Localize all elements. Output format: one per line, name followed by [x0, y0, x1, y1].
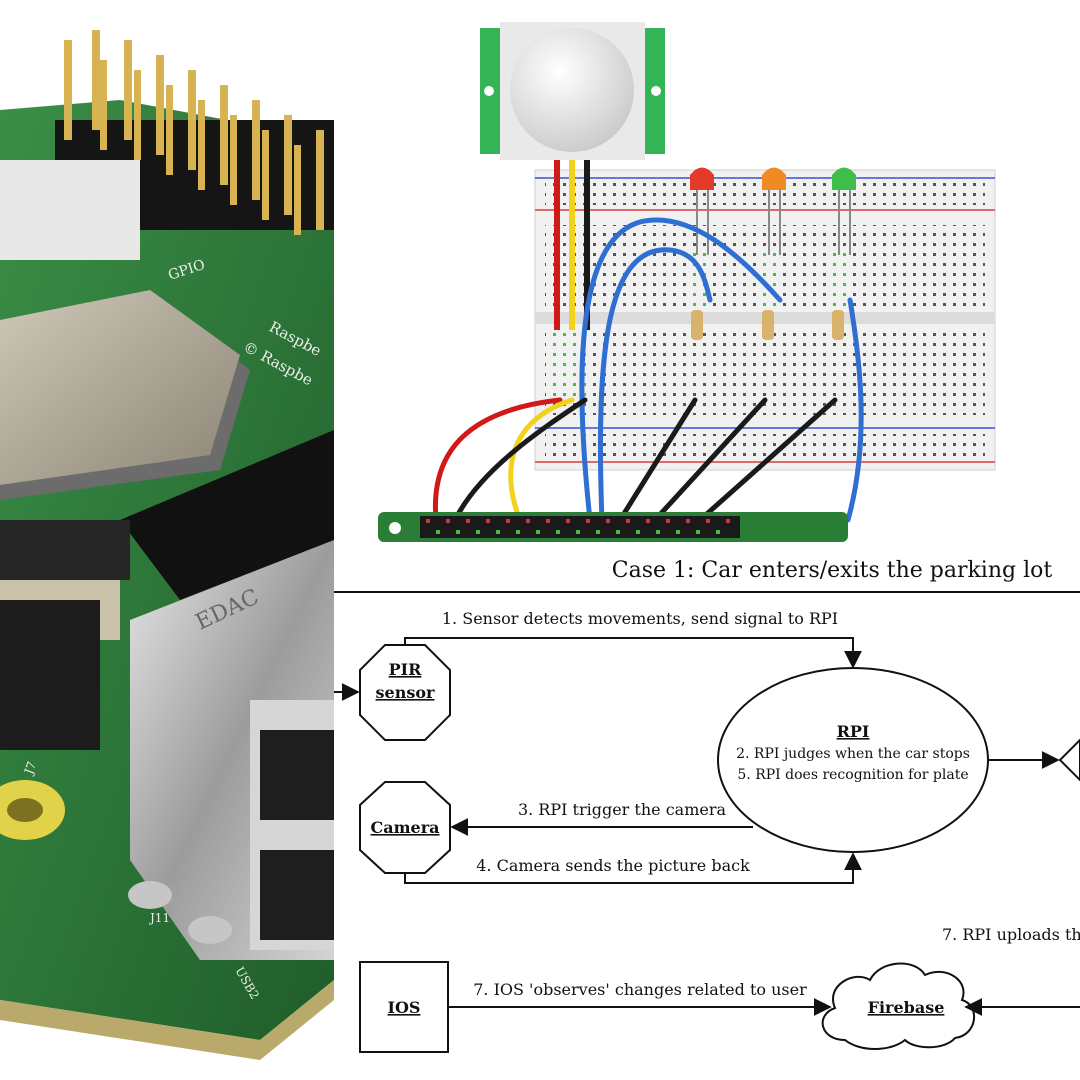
node-camera: Camera: [359, 781, 451, 874]
j7-silkscreen: J7: [21, 760, 39, 778]
rpi-step-2: 2. RPI judges when the car stops: [736, 746, 970, 762]
firebase-label: Firebase: [868, 998, 945, 1017]
rpi-title: RPI: [837, 722, 870, 741]
diagram-heading: Case 1: Car enters/exits the parking lot: [612, 558, 1053, 583]
pir-sensor-module: [480, 22, 665, 160]
led-orange: [762, 167, 786, 255]
edge-1-label: 1. Sensor detects movements, send signal…: [442, 609, 838, 628]
pir-label-line2: sensor: [376, 683, 436, 702]
edge-1-pir-to-rpi: [404, 637, 862, 669]
camera-label: Camera: [370, 818, 439, 837]
j11-silkscreen: J11: [148, 911, 170, 925]
edge-7-ios-label: 7. IOS 'observes' changes related to use…: [473, 980, 807, 999]
edge-3-label: 3. RPI trigger the camera: [518, 800, 727, 819]
pi-gpio-edge: [378, 512, 848, 542]
flow-diagram: Case 1: Car enters/exits the parking lot…: [334, 545, 1080, 1080]
soc-chip: [0, 290, 250, 500]
jumper-wires: [432, 217, 864, 523]
edge-4-label: 4. Camera sends the picture back: [476, 856, 750, 875]
edge-4-camera-to-rpi: [404, 852, 862, 884]
led-green: [832, 167, 856, 255]
rpi-step-5: 5. RPI does recognition for plate: [737, 767, 968, 783]
ethernet-port: EDAC: [130, 540, 334, 960]
audio-jack: [0, 600, 100, 750]
node-rpi: RPI 2. RPI judges when the car stops 5. …: [717, 667, 989, 853]
raspberry-pi-photo: GPIO Raspbe © Raspbe EDAC J11 USB2 J7: [0, 0, 335, 1080]
ram-chip: [120, 430, 334, 600]
pir-label-line1: PIR: [389, 660, 423, 679]
node-firebase: Firebase: [821, 962, 976, 1050]
ios-label: IOS: [388, 998, 421, 1017]
resistors: [691, 310, 844, 340]
node-pir-sensor: PIR sensor: [359, 644, 451, 741]
edge-7-upload-label: 7. RPI uploads th: [942, 925, 1080, 944]
led-red: [690, 167, 714, 255]
wiring-diagram: [334, 0, 1080, 545]
node-ios: IOS: [359, 961, 449, 1053]
node-offscreen-diamond: [1058, 738, 1080, 782]
wifi-shield: [0, 160, 140, 260]
